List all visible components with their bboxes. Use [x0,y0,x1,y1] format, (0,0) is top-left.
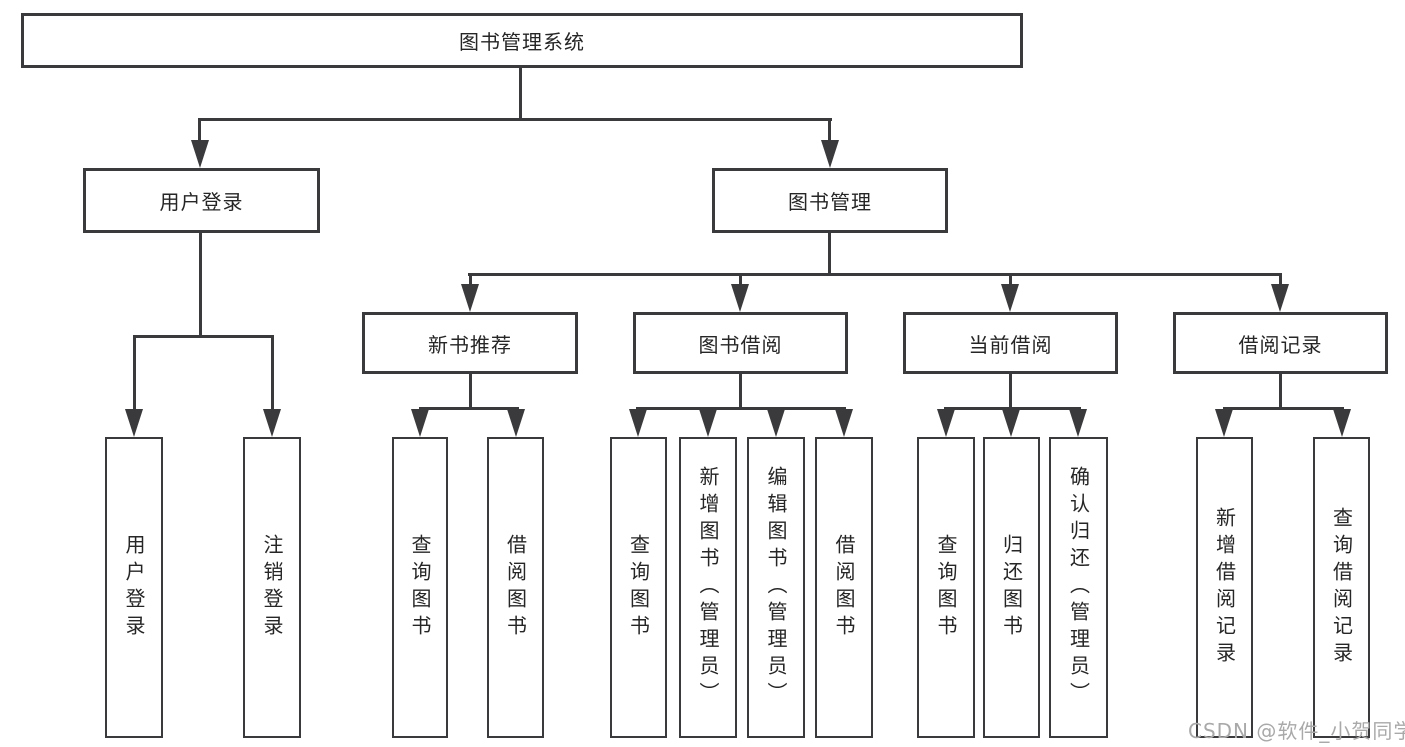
csdn-watermark: CSDN @软件_小贺同学 [1188,719,1405,743]
connector-level3-rail [468,273,1282,276]
node-leaf-add-books-admin-label: 新增图书（管理员） [696,466,720,709]
connector-root-trunk [519,66,522,118]
arrow-down-query-borrow-record [1333,409,1351,437]
connector-drop-current-borrowing [1009,273,1012,286]
node-leaf-query-borrow-record: 查询借阅记录 [1313,437,1370,738]
node-leaf-user-login: 用户登录 [105,437,163,738]
node-root-label: 图书管理系统 [459,30,585,54]
connector-newrec-rail [419,407,519,410]
arrow-down-user-login [191,140,209,168]
connector-drop-leaf-user-login [133,335,136,411]
connector-drop-book-borrowing [739,273,742,286]
arrow-down-return-books [1002,409,1020,437]
arrow-down-query-books-newrec [411,409,429,437]
connector-records-rail [1223,407,1344,410]
connector-records-trunk [1279,374,1282,407]
node-leaf-confirm-return-admin-label: 确认归还（管理员） [1066,466,1091,709]
node-book-management: 图书管理 [712,168,948,233]
node-leaf-logout: 注销登录 [243,437,301,738]
node-leaf-query-books-newrec: 查询图书 [392,437,448,738]
arrow-down-query-books-borrowing [629,409,647,437]
node-book-borrowing-label: 图书借阅 [698,332,783,357]
arrow-down-borrowing-records [1271,284,1289,312]
node-leaf-query-books-newrec-label: 查询图书 [408,533,432,642]
connector-user-login-rail [133,335,274,338]
node-leaf-query-books-borrowing-label: 查询图书 [626,533,651,642]
node-leaf-confirm-return-admin: 确认归还（管理员） [1049,437,1108,738]
node-current-borrowing: 当前借阅 [903,312,1118,374]
node-current-borrowing-label: 当前借阅 [968,332,1053,357]
node-leaf-edit-books-admin-label: 编辑图书（管理员） [764,466,788,709]
arrow-down-add-borrow-record [1215,409,1233,437]
arrow-down-new-book-recommendation [461,284,479,312]
connector-level1-rail [198,118,832,121]
node-root: 图书管理系统 [21,13,1023,68]
arrow-down-book-management [821,140,839,168]
node-new-book-recommendation: 新书推荐 [362,312,578,374]
node-leaf-add-borrow-record-label: 新增借阅记录 [1212,506,1237,669]
connector-borrowing-rail [636,407,846,410]
node-user-login: 用户登录 [83,168,320,233]
node-leaf-user-login-label: 用户登录 [122,533,146,642]
node-leaf-return-books: 归还图书 [983,437,1040,738]
node-leaf-query-books-current-label: 查询图书 [934,533,958,642]
node-leaf-return-books-label: 归还图书 [999,533,1024,642]
arrow-down-add-books-admin [699,409,717,437]
node-book-borrowing: 图书借阅 [633,312,848,374]
arrow-down-leaf-logout [263,409,281,437]
node-leaf-query-borrow-record-label: 查询借阅记录 [1329,506,1354,669]
arrow-down-current-borrowing [1001,284,1019,312]
node-borrowing-records-label: 借阅记录 [1238,332,1323,357]
arrow-down-borrow-books-borrowing [835,409,853,437]
connector-user-login-trunk [199,233,202,335]
node-leaf-borrow-books-newrec-label: 借阅图书 [503,533,528,642]
arrow-down-confirm-return-admin [1069,409,1087,437]
node-user-login-label: 用户登录 [159,190,244,214]
node-leaf-add-books-admin: 新增图书（管理员） [679,437,737,738]
connector-drop-borrowing-records [1279,273,1282,286]
connector-drop-leaf-logout [271,335,274,411]
node-leaf-query-books-borrowing: 查询图书 [610,437,667,738]
arrow-down-query-books-current [937,409,955,437]
connector-newrec-trunk [469,374,472,407]
connector-current-trunk [1009,374,1012,407]
arrow-down-book-borrowing [731,284,749,312]
node-book-management-label: 图书管理 [788,190,872,214]
connector-drop-book-management [828,118,831,144]
node-leaf-add-borrow-record: 新增借阅记录 [1196,437,1253,738]
connector-borrowing-trunk [739,374,742,407]
arrow-down-edit-books-admin [767,409,785,437]
connector-drop-new-book-recommendation [469,273,472,286]
node-leaf-edit-books-admin: 编辑图书（管理员） [747,437,805,738]
arrow-down-borrow-books-newrec [507,409,525,437]
connector-current-rail [944,407,1081,410]
node-new-book-recommendation-label: 新书推荐 [428,332,512,357]
arrow-down-leaf-user-login [125,409,143,437]
connector-book-management-trunk [828,233,831,273]
connector-drop-user-login [198,118,201,144]
node-leaf-borrow-books-newrec: 借阅图书 [487,437,544,738]
node-leaf-borrow-books-borrowing-label: 借阅图书 [832,533,856,642]
node-leaf-borrow-books-borrowing: 借阅图书 [815,437,873,738]
node-leaf-logout-label: 注销登录 [260,533,284,642]
node-leaf-query-books-current: 查询图书 [917,437,975,738]
node-borrowing-records: 借阅记录 [1173,312,1388,374]
